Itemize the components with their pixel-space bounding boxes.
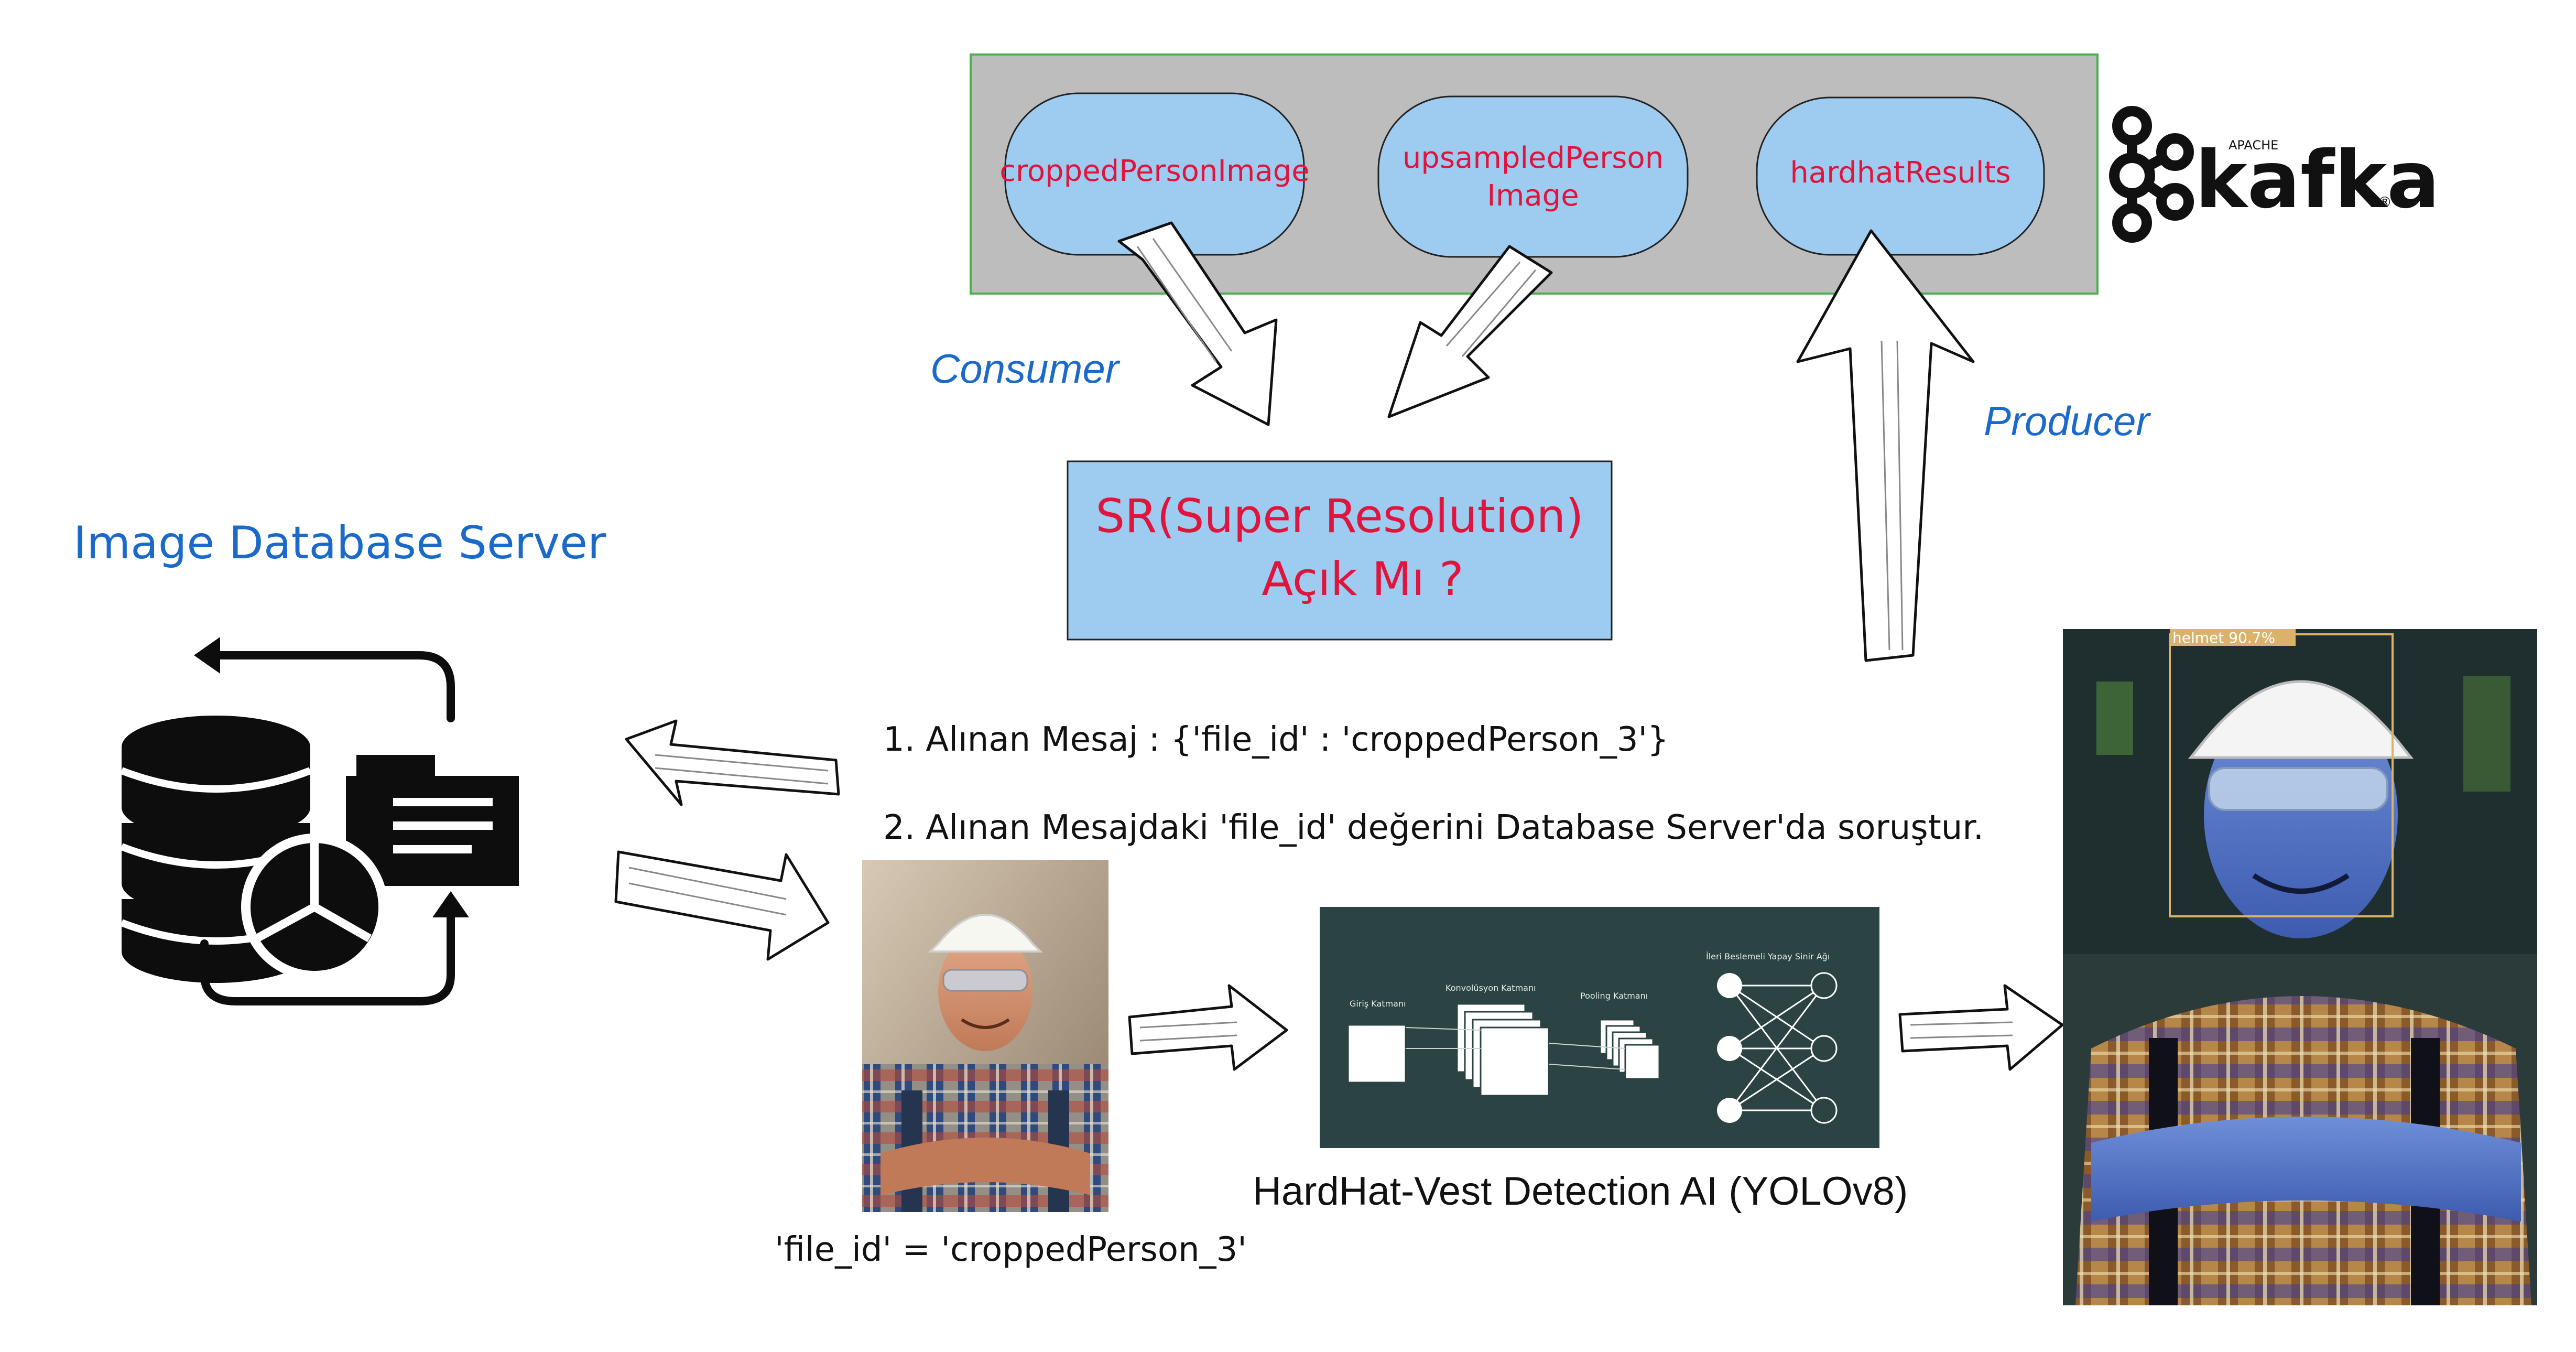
arrow-photo-to-ai [1128, 984, 1288, 1071]
arrow-ai-to-result [1898, 984, 2064, 1071]
step-2-text: 2. Alınan Mesajdaki 'file_id' değerini D… [883, 808, 1984, 847]
sr-box: SR(Super Resolution) Açık Mı ? [1067, 460, 1613, 641]
kafka-logo-registered: ® [2377, 193, 2392, 211]
file-id-caption: 'file_id' = 'croppedPerson_3' [775, 1230, 1247, 1269]
topic-label-line: Image [1487, 179, 1579, 213]
consumer-label: Consumer [930, 345, 1121, 392]
yolo-cnn-panel: Giriş Katmanı Konvolüsyon Katmanı Poolin… [1320, 907, 1879, 1148]
detection-result-photo: helmet 90.7% [2063, 629, 2537, 1305]
producer-arrow [1796, 229, 1975, 662]
arrow-left-to-db [625, 719, 840, 806]
sr-title: SR(Super Resolution) [1095, 489, 1583, 543]
cnn-layer-label: Konvolüsyon Katmanı [1445, 983, 1536, 993]
kafka-logo: APACHE kafka ® [2109, 106, 2440, 243]
step-1-text: 1. Alınan Mesaj : {'file_id' : 'croppedP… [883, 720, 1669, 759]
detection-label: helmet 90.7% [2172, 629, 2275, 646]
cropped-person-photo [862, 860, 1108, 1212]
helmet-detection-box: helmet 90.7% [2169, 629, 2394, 917]
producer-label: Producer [1984, 398, 2151, 444]
consumer-arrow-2 [1387, 245, 1553, 418]
topic-label: hardhatResults [1790, 156, 2010, 190]
kafka-logo-icon [2109, 106, 2194, 243]
kafka-logo-word: kafka [2195, 135, 2440, 226]
sr-question: Açık Mı ? [1262, 552, 1463, 606]
database-server-icon [120, 637, 519, 1005]
cnn-layer-label: Giriş Katmanı [1350, 999, 1406, 1009]
topic-hardhat-results[interactable]: hardhatResults [1756, 96, 2045, 256]
consumer-arrow-1 [1117, 221, 1278, 426]
topic-label: croppedPersonImage [999, 154, 1310, 188]
kafka-logo-small-text: APACHE [2229, 138, 2278, 153]
topic-label-line: upsampledPerson [1403, 141, 1664, 175]
image-db-server-title: Image Database Server [73, 517, 606, 569]
cnn-layer-label: Pooling Katmanı [1580, 991, 1648, 1001]
cnn-layer-label: İleri Beslemeli Yapay Sinir Ağı [1706, 951, 1830, 961]
topic-cropped-person-image[interactable]: croppedPersonImage [999, 92, 1310, 256]
ai-caption: HardHat-Vest Detection AI (YOLOv8) [1253, 1169, 1908, 1214]
arrow-right-from-db [614, 850, 830, 961]
